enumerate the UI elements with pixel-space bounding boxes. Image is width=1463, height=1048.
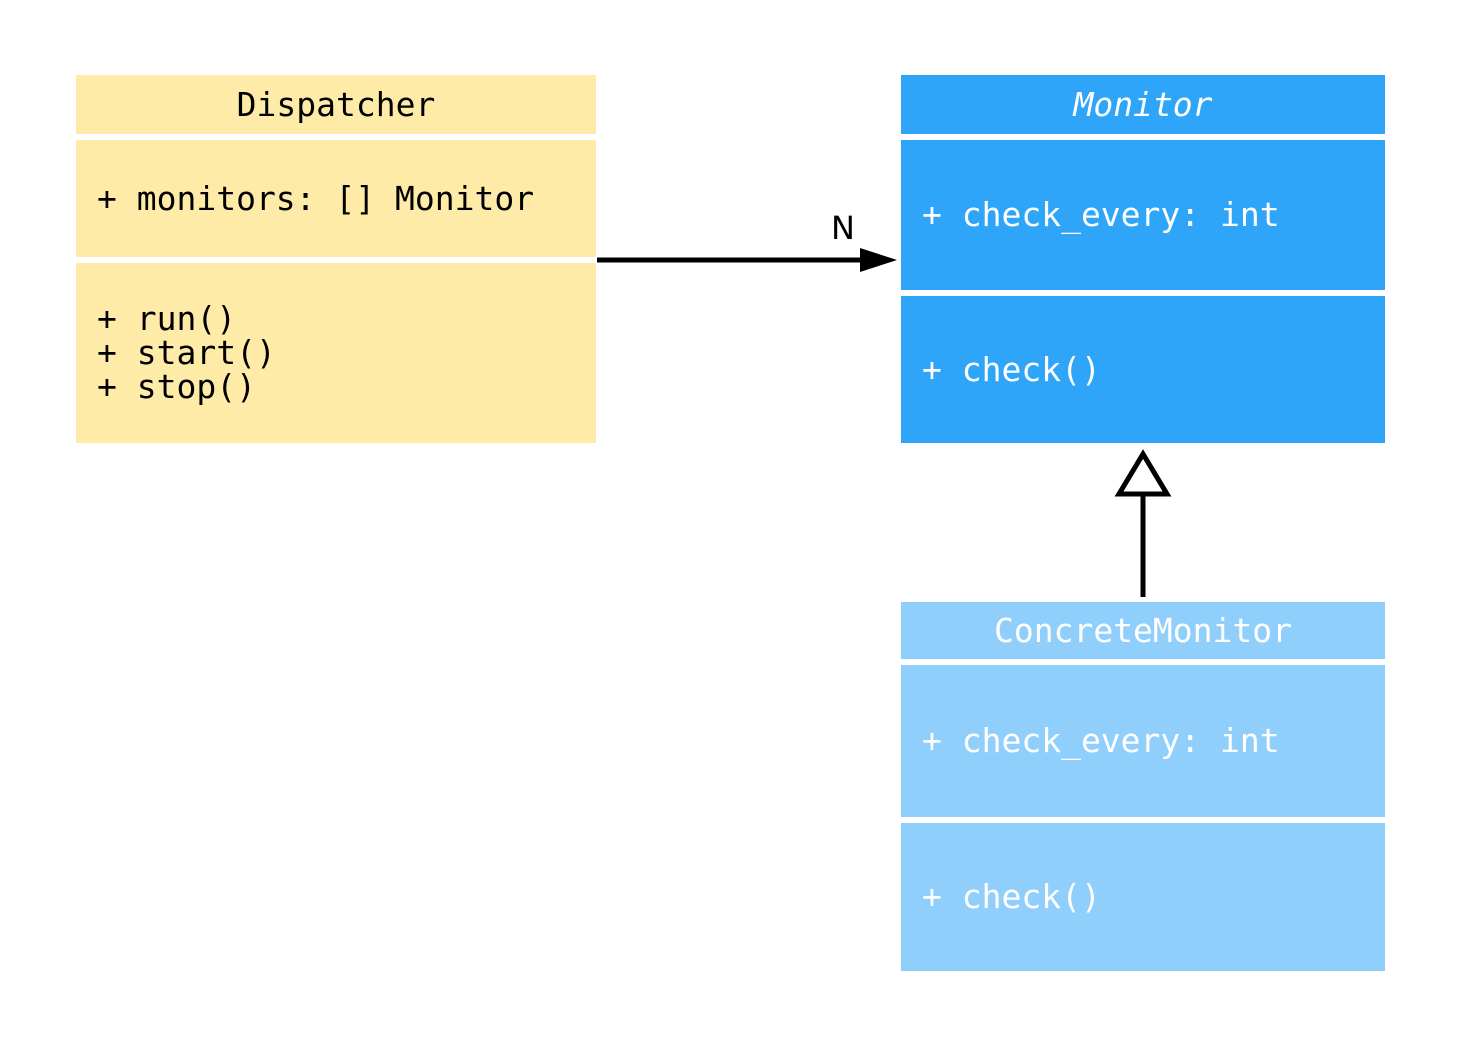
method-item: + check() — [922, 349, 1101, 389]
class-box-dispatcher: Dispatcher + monitors: [] Monitor + run(… — [76, 75, 596, 443]
attribute-item: + check_every: int — [922, 721, 1280, 760]
class-title: Dispatcher — [236, 85, 436, 124]
association-arrow-dispatcher-monitor: N — [597, 209, 897, 272]
class-box-monitor: Monitor + check_every: int + check() — [901, 75, 1385, 443]
inheritance-arrow-concretemonitor-monitor — [1114, 449, 1172, 597]
attributes-section: + check_every: int — [901, 140, 1385, 290]
class-header: Monitor — [901, 75, 1385, 134]
class-title: ConcreteMonitor — [993, 611, 1292, 650]
methods-section: + check() — [901, 823, 1385, 971]
association-arrowhead-icon — [860, 248, 897, 272]
inheritance-triangle-icon — [1114, 449, 1172, 497]
attributes-section: + monitors: [] Monitor — [76, 140, 596, 257]
method-item: + run() — [97, 299, 237, 338]
class-box-concretemonitor: ConcreteMonitor + check_every: int + che… — [901, 602, 1385, 971]
class-header: Dispatcher — [76, 75, 596, 134]
attribute-item: + monitors: [] Monitor — [97, 178, 535, 218]
attribute-item: + check_every: int — [922, 195, 1280, 234]
class-header: ConcreteMonitor — [901, 602, 1385, 659]
multiplicity-label: N — [831, 209, 855, 247]
method-item: + stop() — [97, 367, 256, 406]
method-item: + start() — [97, 333, 276, 372]
methods-section: + run() + start() + stop() — [76, 263, 596, 443]
method-item: + check() — [922, 877, 1101, 916]
class-title: Monitor — [1073, 85, 1213, 124]
methods-section: + check() — [901, 296, 1385, 443]
attributes-section: + check_every: int — [901, 665, 1385, 817]
